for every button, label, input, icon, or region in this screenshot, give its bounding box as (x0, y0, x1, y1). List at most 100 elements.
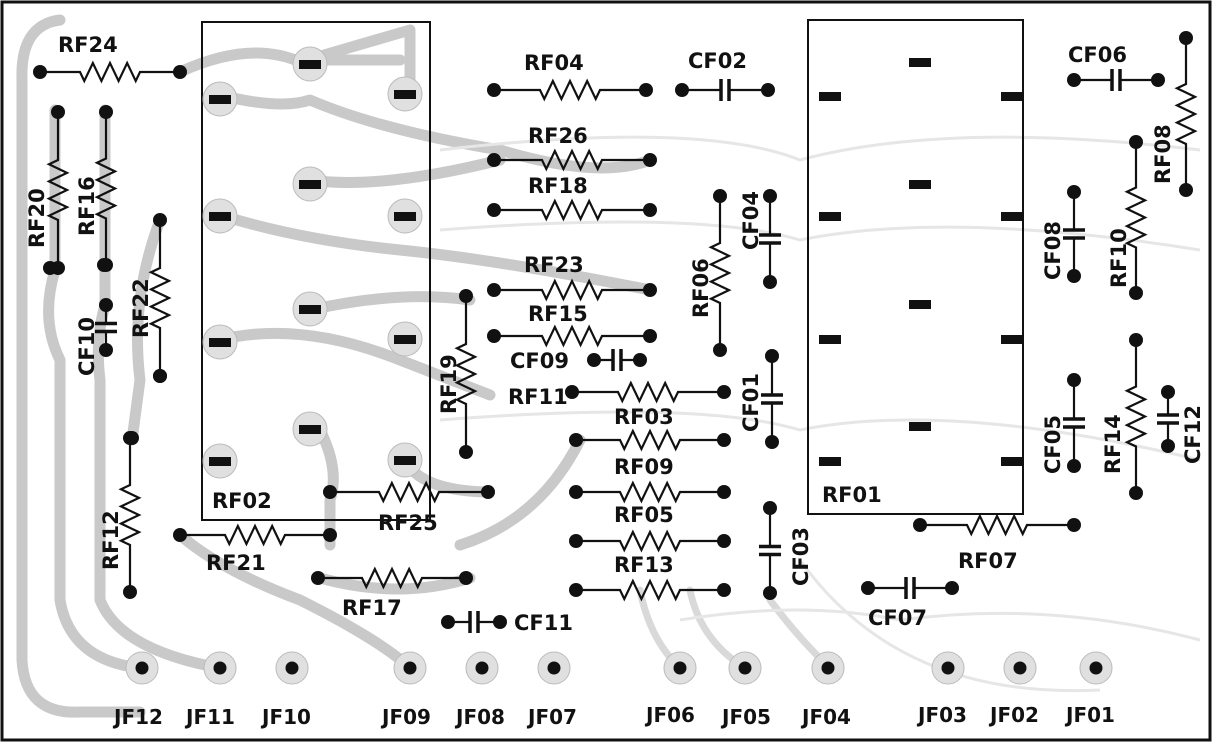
resistor-body (94, 112, 118, 265)
resistor-rf04 (494, 78, 646, 102)
resistor-rf14 (1124, 340, 1148, 493)
relay-pin-pad (1001, 92, 1023, 101)
relay-pin-pad (209, 457, 231, 466)
via-pad (153, 369, 167, 383)
resistor-body (708, 196, 732, 350)
resistor-body (576, 480, 724, 504)
resistor-rf18 (494, 198, 650, 222)
resistor-lead-pad (1129, 135, 1143, 149)
resistor-lead-pad (487, 83, 501, 97)
resistor-rf25 (330, 480, 488, 504)
capacitor-lead-pad (763, 189, 777, 203)
jack-jf03 (931, 651, 965, 685)
jack-pad (135, 661, 149, 675)
resistor-body (148, 220, 172, 376)
relay-pin-pad (909, 300, 931, 309)
resistor-lead-pad (713, 343, 727, 357)
label-rf20: RF20 (25, 188, 49, 248)
label-rf19: RF19 (437, 354, 461, 414)
capacitor-lead-pad (765, 435, 779, 449)
resistor-body (494, 148, 650, 172)
label-jf07: JF07 (526, 705, 577, 729)
relay-pin-pad (1001, 212, 1023, 221)
resistor-lead-pad (459, 289, 473, 303)
capacitor-lead-pad (1067, 73, 1081, 87)
relay-pads (202, 46, 1023, 479)
relay-pin-pad (394, 212, 416, 221)
resistor-lead-pad (569, 583, 583, 597)
capacitor-lead-pad (1161, 385, 1175, 399)
resistor-lead-pad (643, 203, 657, 217)
relay-pin-pad (299, 305, 321, 314)
components (33, 31, 1198, 685)
resistor-lead-pad (643, 329, 657, 343)
capacitor-lead-pad (1067, 269, 1081, 283)
capacitor-lead-pad (765, 349, 779, 363)
jack-pad (1089, 661, 1103, 675)
resistor-lead-pad (33, 65, 47, 79)
label-rf24: RF24 (58, 33, 118, 57)
resistor-rf24 (40, 60, 180, 84)
resistor-body (40, 60, 180, 84)
jack-jf11 (203, 651, 237, 685)
resistor-body (576, 578, 724, 602)
relay-pin-pad (394, 456, 416, 465)
label-jf05: JF05 (720, 705, 771, 729)
label-cf09: CF09 (510, 349, 569, 373)
resistor-lead-pad (717, 385, 731, 399)
resistor-lead-pad (173, 528, 187, 542)
relay-block-a-outline (201, 21, 431, 521)
resistor-lead-pad (487, 283, 501, 297)
jack-pad (673, 661, 687, 675)
capacitor-lead-pad (1151, 73, 1165, 87)
resistor-body (330, 480, 488, 504)
label-cf06: CF06 (1068, 43, 1127, 67)
capacitor-lead-pad (763, 586, 777, 600)
resistor-rf03 (576, 428, 724, 452)
label-cf10: CF10 (75, 317, 99, 376)
relay-pin-pad (209, 95, 231, 104)
resistor-body (576, 428, 724, 452)
jack-pad (285, 661, 299, 675)
resistor-lead-pad (153, 213, 167, 227)
relay-pin-pad (819, 92, 841, 101)
resistor-body (318, 566, 466, 590)
resistor-lead-pad (1129, 286, 1143, 300)
resistor-lead-pad (487, 153, 501, 167)
jack-jf02 (1003, 651, 1037, 685)
resistor-body (494, 198, 650, 222)
capacitor-lead-pad (675, 83, 689, 97)
label-cf07: CF07 (868, 606, 927, 630)
label-cf08: CF08 (1041, 221, 1065, 280)
resistor-lead-pad (51, 105, 65, 119)
resistor-rf10 (1124, 142, 1148, 293)
resistor-body (454, 296, 478, 452)
label-rf07: RF07 (958, 549, 1018, 573)
resistor-body (920, 513, 1074, 537)
label-rf16: RF16 (75, 176, 99, 236)
jack-jf08 (465, 651, 499, 685)
label-cf12: CF12 (1181, 405, 1205, 464)
resistor-lead-pad (643, 283, 657, 297)
capacitor-lead-pad (99, 298, 113, 312)
relay-block-b-outline (807, 19, 1024, 515)
relay-block-a-label: RF02 (212, 489, 272, 513)
jack-jf04 (811, 651, 845, 685)
label-rf26: RF26 (528, 124, 588, 148)
resistor-rf21 (180, 523, 330, 547)
resistor-lead-pad (717, 485, 731, 499)
resistor-body (494, 278, 650, 302)
relay-pin-pad (909, 58, 931, 67)
relay-pin-pad (819, 335, 841, 344)
resistor-rf19 (454, 296, 478, 452)
label-rf11: RF11 (508, 385, 568, 409)
resistor-rf22 (148, 220, 172, 376)
label-jf02: JF02 (988, 703, 1039, 727)
relay-pin-pad (819, 457, 841, 466)
jack-jf12 (125, 651, 159, 685)
relay-pin-pad (299, 180, 321, 189)
resistor-body (494, 324, 650, 348)
resistor-lead-pad (123, 585, 137, 599)
resistor-lead-pad (643, 153, 657, 167)
